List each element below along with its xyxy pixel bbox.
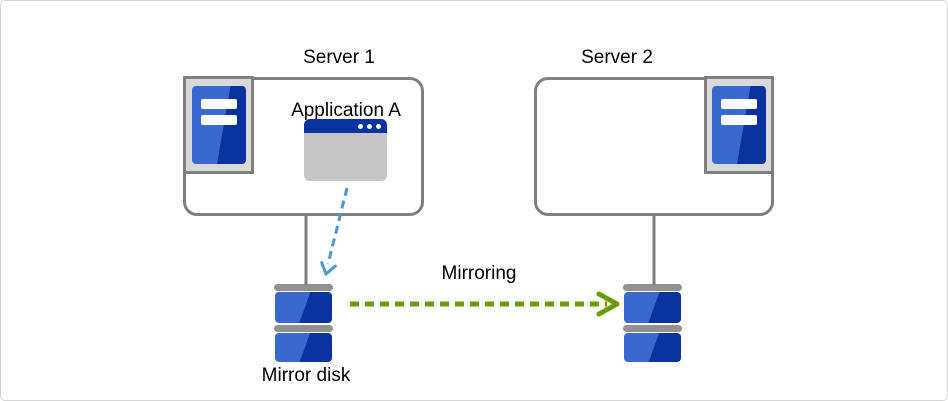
green-dashed-arrow: [350, 291, 620, 317]
application-window-icon: [304, 119, 387, 181]
server1-icon-frame: [183, 76, 254, 174]
server2-icon-frame: [704, 76, 774, 174]
disk-cap: [623, 325, 682, 332]
application-label: Application A: [291, 100, 401, 121]
mirroring-arrow-head: [596, 291, 620, 317]
mirror-disk-right-icon: [623, 284, 682, 362]
server-slot-bar: [721, 115, 757, 125]
disk-cap: [623, 284, 682, 291]
server2-label: Server 2: [581, 47, 653, 68]
write-arrow-head: [320, 261, 337, 276]
server-slot-bar: [200, 115, 237, 125]
server-slot-bar: [200, 99, 237, 109]
disk-cap: [274, 325, 333, 332]
mirror-disk-label: Mirror disk: [261, 365, 351, 386]
server-tower-icon: [712, 86, 766, 164]
window-dot-icon: [376, 123, 381, 129]
disk-body: [275, 292, 332, 323]
disk-body: [275, 333, 332, 362]
server1-label: Server 1: [303, 47, 375, 68]
server-slot-bar: [721, 99, 757, 109]
disk-cap: [274, 284, 333, 291]
disk-body: [624, 333, 681, 362]
disk-body: [624, 292, 681, 323]
window-dot-icon: [358, 123, 363, 129]
mirroring-label: Mirroring: [441, 263, 517, 284]
mirror-disk-left-icon: [274, 284, 333, 362]
window-dot-icon: [367, 123, 372, 129]
window-titlebar: [304, 119, 387, 133]
server-tower-icon: [191, 86, 246, 164]
